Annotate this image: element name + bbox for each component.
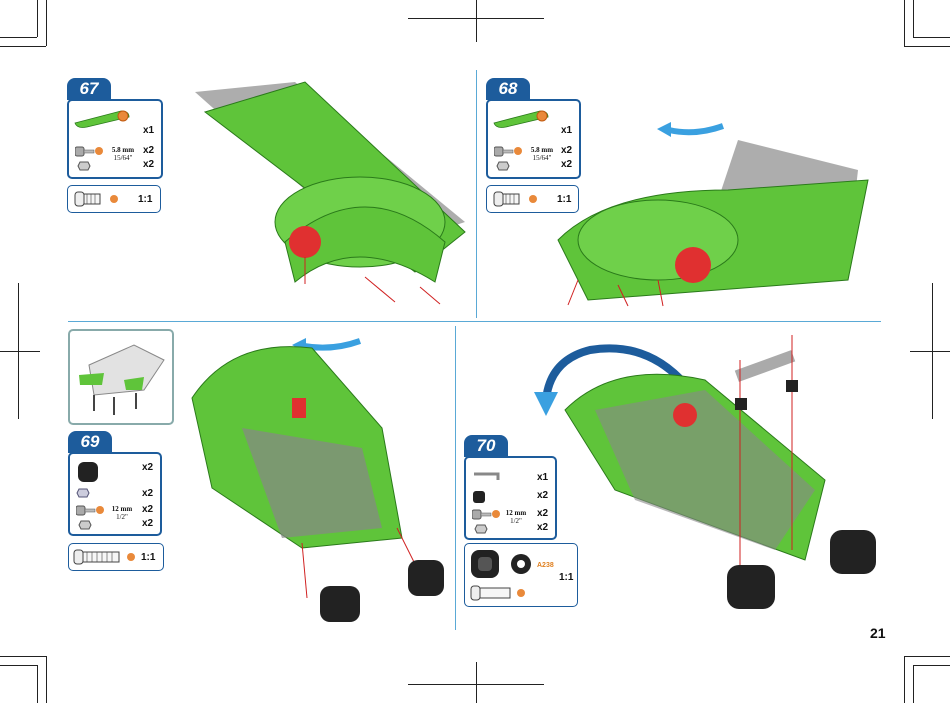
- qty-label: x2: [142, 504, 153, 515]
- strip-part-icon: [492, 109, 552, 129]
- step-number: 68: [486, 78, 530, 100]
- qty-label: x2: [142, 518, 153, 529]
- qty-label: x2: [537, 522, 548, 533]
- nut-icon: [496, 161, 510, 171]
- assembly-illustration-67: [165, 72, 470, 312]
- bolt-icon: [494, 145, 524, 159]
- page-number: 21: [870, 625, 886, 641]
- assembly-preview-image: [74, 335, 168, 419]
- parts-box: x2 x2 12 mm 1/2" x2 x2: [68, 452, 162, 536]
- scale-label: 1:1: [141, 552, 155, 563]
- wheel-part-icon: [76, 460, 100, 484]
- nut-icon: [76, 488, 90, 498]
- nut-icon: [77, 161, 91, 171]
- qty-label: x2: [143, 159, 154, 170]
- nut-icon: [78, 520, 92, 530]
- qty-label: x2: [143, 145, 154, 156]
- dim-inch: 15/64": [103, 155, 143, 162]
- assembly-illustration-70: [555, 330, 885, 630]
- dim-mm: 12 mm: [102, 506, 142, 513]
- preview-thumbnail: [68, 329, 174, 425]
- assembly-illustration-69: [172, 338, 452, 628]
- horizontal-divider: [68, 321, 881, 322]
- bracket-part-icon: [472, 470, 502, 482]
- qty-label: x1: [143, 125, 154, 136]
- dim-inch: 1/2": [496, 518, 536, 525]
- dim-mm: 5.8 mm: [103, 147, 143, 154]
- vertical-divider-bottom: [455, 326, 456, 630]
- qty-label: x2: [142, 488, 153, 499]
- bolt-scale-icon: [73, 548, 139, 566]
- dim-inch: 1/2": [102, 514, 142, 521]
- wheel-scale-icon: [469, 548, 535, 604]
- bolt-scale-icon: [493, 190, 539, 208]
- vertical-divider-top: [476, 70, 477, 318]
- scale-label: 1:1: [138, 194, 152, 205]
- nut-icon: [474, 524, 488, 534]
- parts-box: x1 x2 12 mm 1/2" x2 x2: [464, 456, 557, 540]
- step-number: 70: [464, 435, 508, 457]
- qty-label: x1: [537, 472, 548, 483]
- scale-box: 1:1: [67, 185, 161, 213]
- part-code: A238: [537, 562, 554, 569]
- parts-box: x1 5.8 mm 15/64" x2 x2: [67, 99, 163, 179]
- strip-part-icon: [73, 109, 133, 129]
- bolt-icon: [75, 145, 105, 159]
- qty-label: x2: [537, 508, 548, 519]
- bolt-scale-icon: [74, 190, 120, 208]
- step-number: 67: [67, 78, 111, 100]
- scale-box: 1:1: [68, 543, 164, 571]
- spacer-part-icon: [472, 490, 486, 504]
- step-number: 69: [68, 431, 112, 453]
- assembly-illustration-68: [548, 130, 878, 312]
- qty-label: x2: [142, 462, 153, 473]
- qty-label: x2: [537, 490, 548, 501]
- dim-mm: 12 mm: [496, 510, 536, 517]
